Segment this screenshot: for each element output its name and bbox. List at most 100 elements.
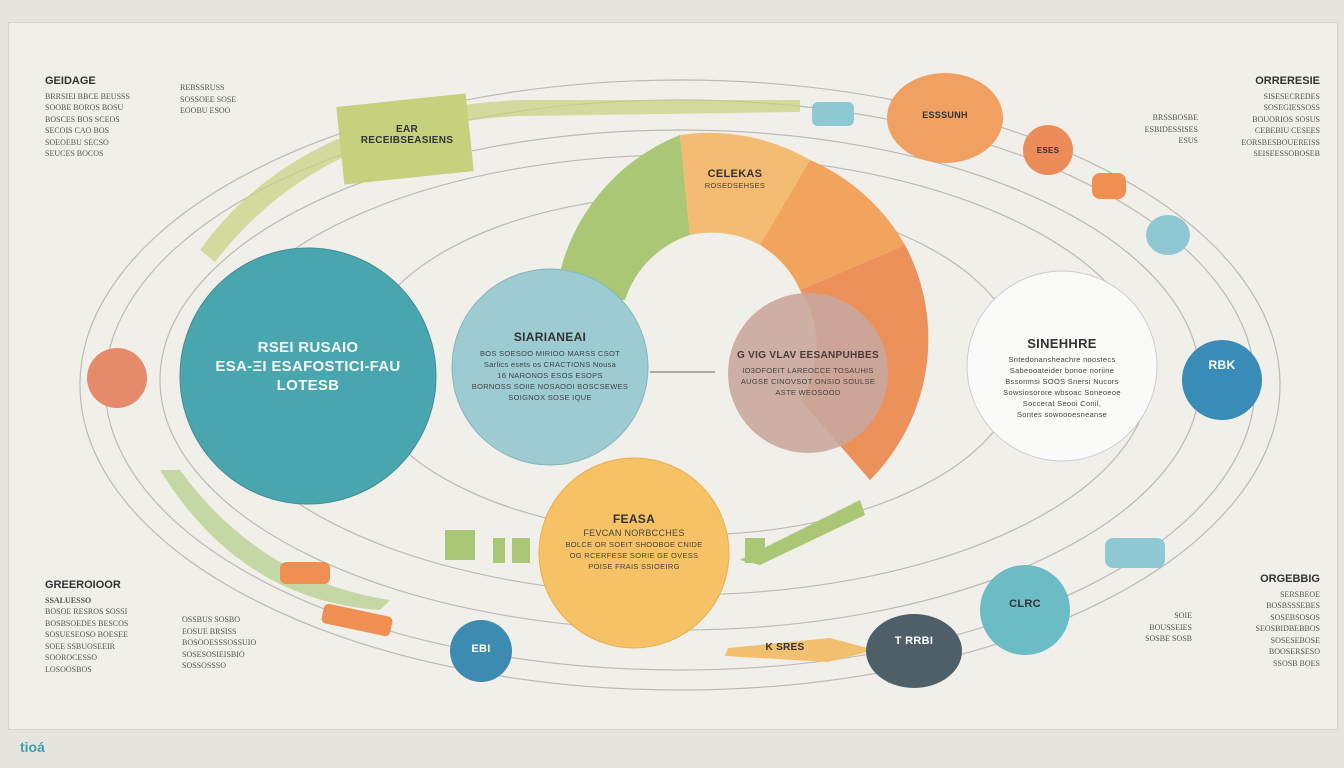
blue-right-circle — [1182, 340, 1262, 420]
yellow-circle — [538, 457, 730, 649]
small-orange-circle — [1023, 125, 1073, 175]
teal-pills — [812, 102, 1190, 568]
text-block-top-right-2: BRSSBOSBE ESBIDESSISES ESUS — [1128, 112, 1198, 147]
block-line: BOSCES BOS SCEOS — [45, 114, 120, 124]
blue-bottom-label: EBI — [471, 643, 491, 655]
text-block-top-left: GEIDAGE BRRSIEI BBCE BEUSSS SOOBE BOROS … — [45, 75, 155, 160]
circle-line: Bssonmsi SOOS Snersi Nucors — [1005, 377, 1119, 386]
green-box-title: EAR — [395, 124, 418, 135]
block-line: REBSSRUSS — [180, 83, 225, 92]
dark-circle-label: T RRBI — [894, 635, 934, 647]
block-line: SOEE SSBUOSEEIR — [45, 641, 116, 651]
ring-segment-orange — [760, 160, 905, 290]
block-line: SOSUESEOSO BOESEE — [45, 630, 128, 639]
block-line: ESBIDESSISES — [1144, 124, 1198, 134]
green-label-box — [336, 93, 474, 185]
block-line: BOSOE RESROS SOSSI — [45, 607, 128, 616]
block-line: SERSBEOE — [1279, 589, 1320, 599]
circle-line: POISE FRAIS SSIOEIRG — [588, 562, 680, 571]
circle-line: Sowsiosorore wbsoac Soneoeoe — [1003, 388, 1121, 397]
blue-right-label: RBK — [1208, 358, 1236, 372]
ring-label: CELEKAS ROSEDSEHSES — [685, 168, 785, 191]
yellow-circle-title: FEASA — [612, 512, 656, 526]
block-line: BOSOOESSSOSSUIO — [182, 638, 257, 647]
block-line: SOIE — [1174, 611, 1192, 620]
block-title: GEIDAGE — [45, 75, 96, 87]
mauve-circle-text: G VIG VLAV EESANPUHBES IO3OFOEIT LAREOCC… — [728, 350, 888, 398]
block-line: CEBEBIU CESEES — [1254, 126, 1320, 135]
light-blue-circle — [451, 268, 649, 466]
circle-line: AUGSE CINOVSOT ONSIO SOULSE — [740, 377, 876, 386]
block-title: ORRERESIE — [1255, 75, 1320, 87]
small-orange-label: ESES — [1036, 146, 1060, 155]
block-line: BRRSIEI BBCE BEUSSS — [45, 91, 130, 101]
block-line: SOSBE SOSB — [1145, 634, 1192, 643]
block-line: SOSSOSSSO — [182, 661, 227, 670]
block-line: EOSUE BRSISS — [182, 626, 237, 636]
text-block-top-left-2: REBSSRUSS SOSSOEE SOSE EOOBU ESOO — [180, 82, 250, 117]
light-blue-circle-title: SIARIANEAI — [513, 330, 587, 344]
circle-line: BOLCE OR SOEIT SHOOBOE CNIDE — [565, 540, 703, 549]
yellow-circle-text: FEASA FEVCAN NORBCCHES BOLCE OR SOEIT SH… — [554, 512, 714, 572]
block-line: SEOSBIDBEBBOS — [1255, 624, 1320, 633]
block-line: SOOBE BOROS BOSU — [45, 103, 124, 112]
block-line: LOSOOSBOS — [45, 664, 92, 674]
block-line: SOOROCESSO — [45, 653, 98, 662]
white-circle — [966, 270, 1158, 462]
text-block-top-right: ORRERESIE SISESECREDES SOSEGIESSOSS BOUO… — [1210, 75, 1320, 160]
block-title: ORGEBBIG — [1260, 573, 1320, 585]
block-line: SOSEBSOSOS — [1270, 612, 1320, 622]
block-line: SOSEGIESSOSS — [1263, 103, 1320, 112]
top-orange-circle — [887, 73, 1003, 163]
green-bars — [445, 530, 765, 563]
mauve-circle — [728, 293, 888, 453]
dark-circle — [866, 614, 962, 688]
bottom-green-ribbon — [160, 470, 390, 610]
salmon-circle — [87, 348, 147, 408]
ring-label-sub: ROSEDSEHSES — [704, 181, 766, 190]
block-line: BOSBSOEDES BESCOS — [45, 618, 129, 628]
green-box-sub: RECEIBSEASIENS — [360, 135, 454, 146]
teal-circle-title: RSEI RUSAIO — [257, 339, 359, 356]
teal-circle — [179, 247, 437, 505]
text-block-bottom-left: GREEROIOOR SSALUESSO BOSOE RESROS SOSSI … — [45, 579, 155, 675]
teal-bottom-label: CLRC — [1009, 598, 1041, 610]
teal-circle-text: RSEI RUSAIO ESA-ΞI ESAFOSTICI-FAU LOTESB — [200, 338, 416, 395]
block-line: BOUSSEIES — [1149, 622, 1192, 632]
text-block-bottom-right: ORGEBBIG SERSBEOE BOSBSSSEBES SOSEBSOSOS… — [1210, 573, 1320, 669]
circle-line: IO3OFOEIT LAREOCCE TOSAUHIS — [742, 366, 874, 375]
circle-line: Sabeooateider bonoe noriine — [1009, 366, 1115, 375]
green-box-text: EAR RECEIBSEASIENS — [352, 124, 462, 146]
white-circle-text: SINEHHRE Sntedonansheachre noostecs Sabe… — [982, 336, 1142, 420]
mauve-circle-title: G VIG VLAV EESANPUHBES — [737, 350, 879, 361]
block-line: SEUCES BOCOS — [45, 149, 104, 158]
circle-line: Sntedonansheachre noostecs — [1008, 355, 1116, 364]
block-line: SSOSB BOES — [1273, 658, 1320, 668]
text-block-bottom-right-2: SOIE BOUSSEIES SOSBE SOSB — [1130, 610, 1192, 645]
circle-line: 16 NARONOS ESOS ESOPS — [497, 371, 603, 380]
block-line: BOUORIOS SOSUS — [1252, 114, 1320, 124]
block-line: SECOIS CAO BOS — [45, 126, 110, 135]
block-line: BOSBSSSEBES — [1266, 601, 1320, 610]
circle-line: FEVCAN NORBCCHES — [583, 528, 685, 538]
blue-bottom-circle — [450, 620, 512, 682]
block-line: ESUS — [1178, 136, 1198, 145]
bottom-ribbon — [725, 638, 875, 662]
block-line: EOOBU ESOO — [180, 106, 231, 115]
white-circle-title: SINEHHRE — [1027, 336, 1097, 351]
circle-line: OG RCERFESE SORIE GE OVESS — [569, 551, 699, 560]
block-title: GREEROIOOR — [45, 579, 121, 591]
ring-segment-yellow — [680, 132, 810, 245]
ring-segment-green — [555, 135, 690, 300]
circle-line: SOIGNOX SOSE IQUE — [508, 393, 592, 402]
footer-logo: tioá — [20, 739, 45, 755]
block-line: SOEOEBU SECSO — [45, 137, 109, 147]
block-line: SOSESEBOSE — [1270, 635, 1320, 645]
teal-circle-line: ESA-ΞI ESAFOSTICI-FAU — [215, 358, 401, 375]
block-line: SISESECREDES — [1263, 91, 1320, 101]
text-block-bottom-left-2: OSSBUS SOSBO EOSUE BRSISS BOSOOESSSOSSUI… — [182, 614, 282, 672]
top-orange-label: ESSSUNH — [922, 110, 968, 120]
circle-line: Sarlics esets os CRACTIONS Nousa — [483, 360, 617, 369]
block-line: BRSSBOSBE — [1152, 113, 1198, 122]
